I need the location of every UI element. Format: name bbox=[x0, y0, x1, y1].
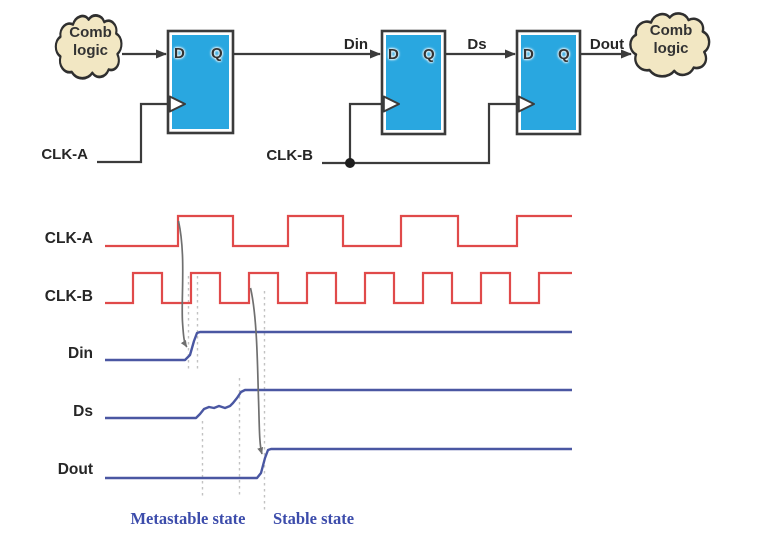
ff2-q-pin-label: Q bbox=[423, 46, 435, 63]
dout-waveform bbox=[105, 447, 572, 480]
timing-guide-lines bbox=[187, 276, 266, 511]
clk-b-waveform bbox=[105, 271, 572, 305]
ff2-d-pin-label: D bbox=[388, 46, 399, 63]
clk-a-wave-label: CLK-A bbox=[44, 230, 93, 247]
clk-b-wave-label: CLK-B bbox=[44, 288, 93, 305]
flipflop-2 bbox=[380, 29, 447, 136]
comb-logic-left-label: Comb logic bbox=[69, 24, 112, 59]
metastable-state-label: Metastable state bbox=[130, 509, 246, 528]
flipflop-3-clock-wedge bbox=[517, 95, 535, 113]
ff3-d-pin-label: D bbox=[523, 46, 534, 63]
ds-signal-label: Ds bbox=[467, 36, 487, 53]
din-signal-label: Din bbox=[343, 36, 369, 53]
clk-b-circuit-label: CLK-B bbox=[266, 147, 313, 164]
ff1-q-pin-label: Q bbox=[211, 45, 223, 62]
din-waveform bbox=[105, 330, 572, 362]
clkb-to-dout-arrow bbox=[249, 287, 264, 455]
clka-to-din-arrow bbox=[177, 220, 188, 348]
comb-logic-cloud-right bbox=[629, 12, 711, 78]
stable-state-label: Stable state bbox=[272, 509, 355, 528]
ds-wave-label: Ds bbox=[73, 403, 93, 420]
clk-a-waveform bbox=[105, 214, 572, 248]
comb-logic-cloud-left bbox=[54, 14, 123, 80]
flipflop-1-clock-wedge bbox=[168, 95, 186, 113]
din-wave-label: Din bbox=[68, 345, 93, 362]
ff1-d-pin-label: D bbox=[174, 45, 185, 62]
wire-clk-a bbox=[97, 102, 167, 164]
flipflop-3 bbox=[515, 29, 582, 136]
dout-wave-label: Dout bbox=[57, 461, 93, 478]
ff3-q-pin-label: Q bbox=[558, 46, 570, 63]
flipflop-2-clock-wedge bbox=[382, 95, 400, 113]
ds-waveform bbox=[105, 388, 572, 420]
dout-signal-label: Dout bbox=[589, 36, 625, 53]
clk-b-junction-dot bbox=[345, 158, 355, 168]
clk-a-circuit-label: CLK-A bbox=[41, 146, 88, 163]
flipflop-1 bbox=[166, 29, 235, 135]
comb-logic-right-label: Comb logic bbox=[649, 22, 693, 57]
